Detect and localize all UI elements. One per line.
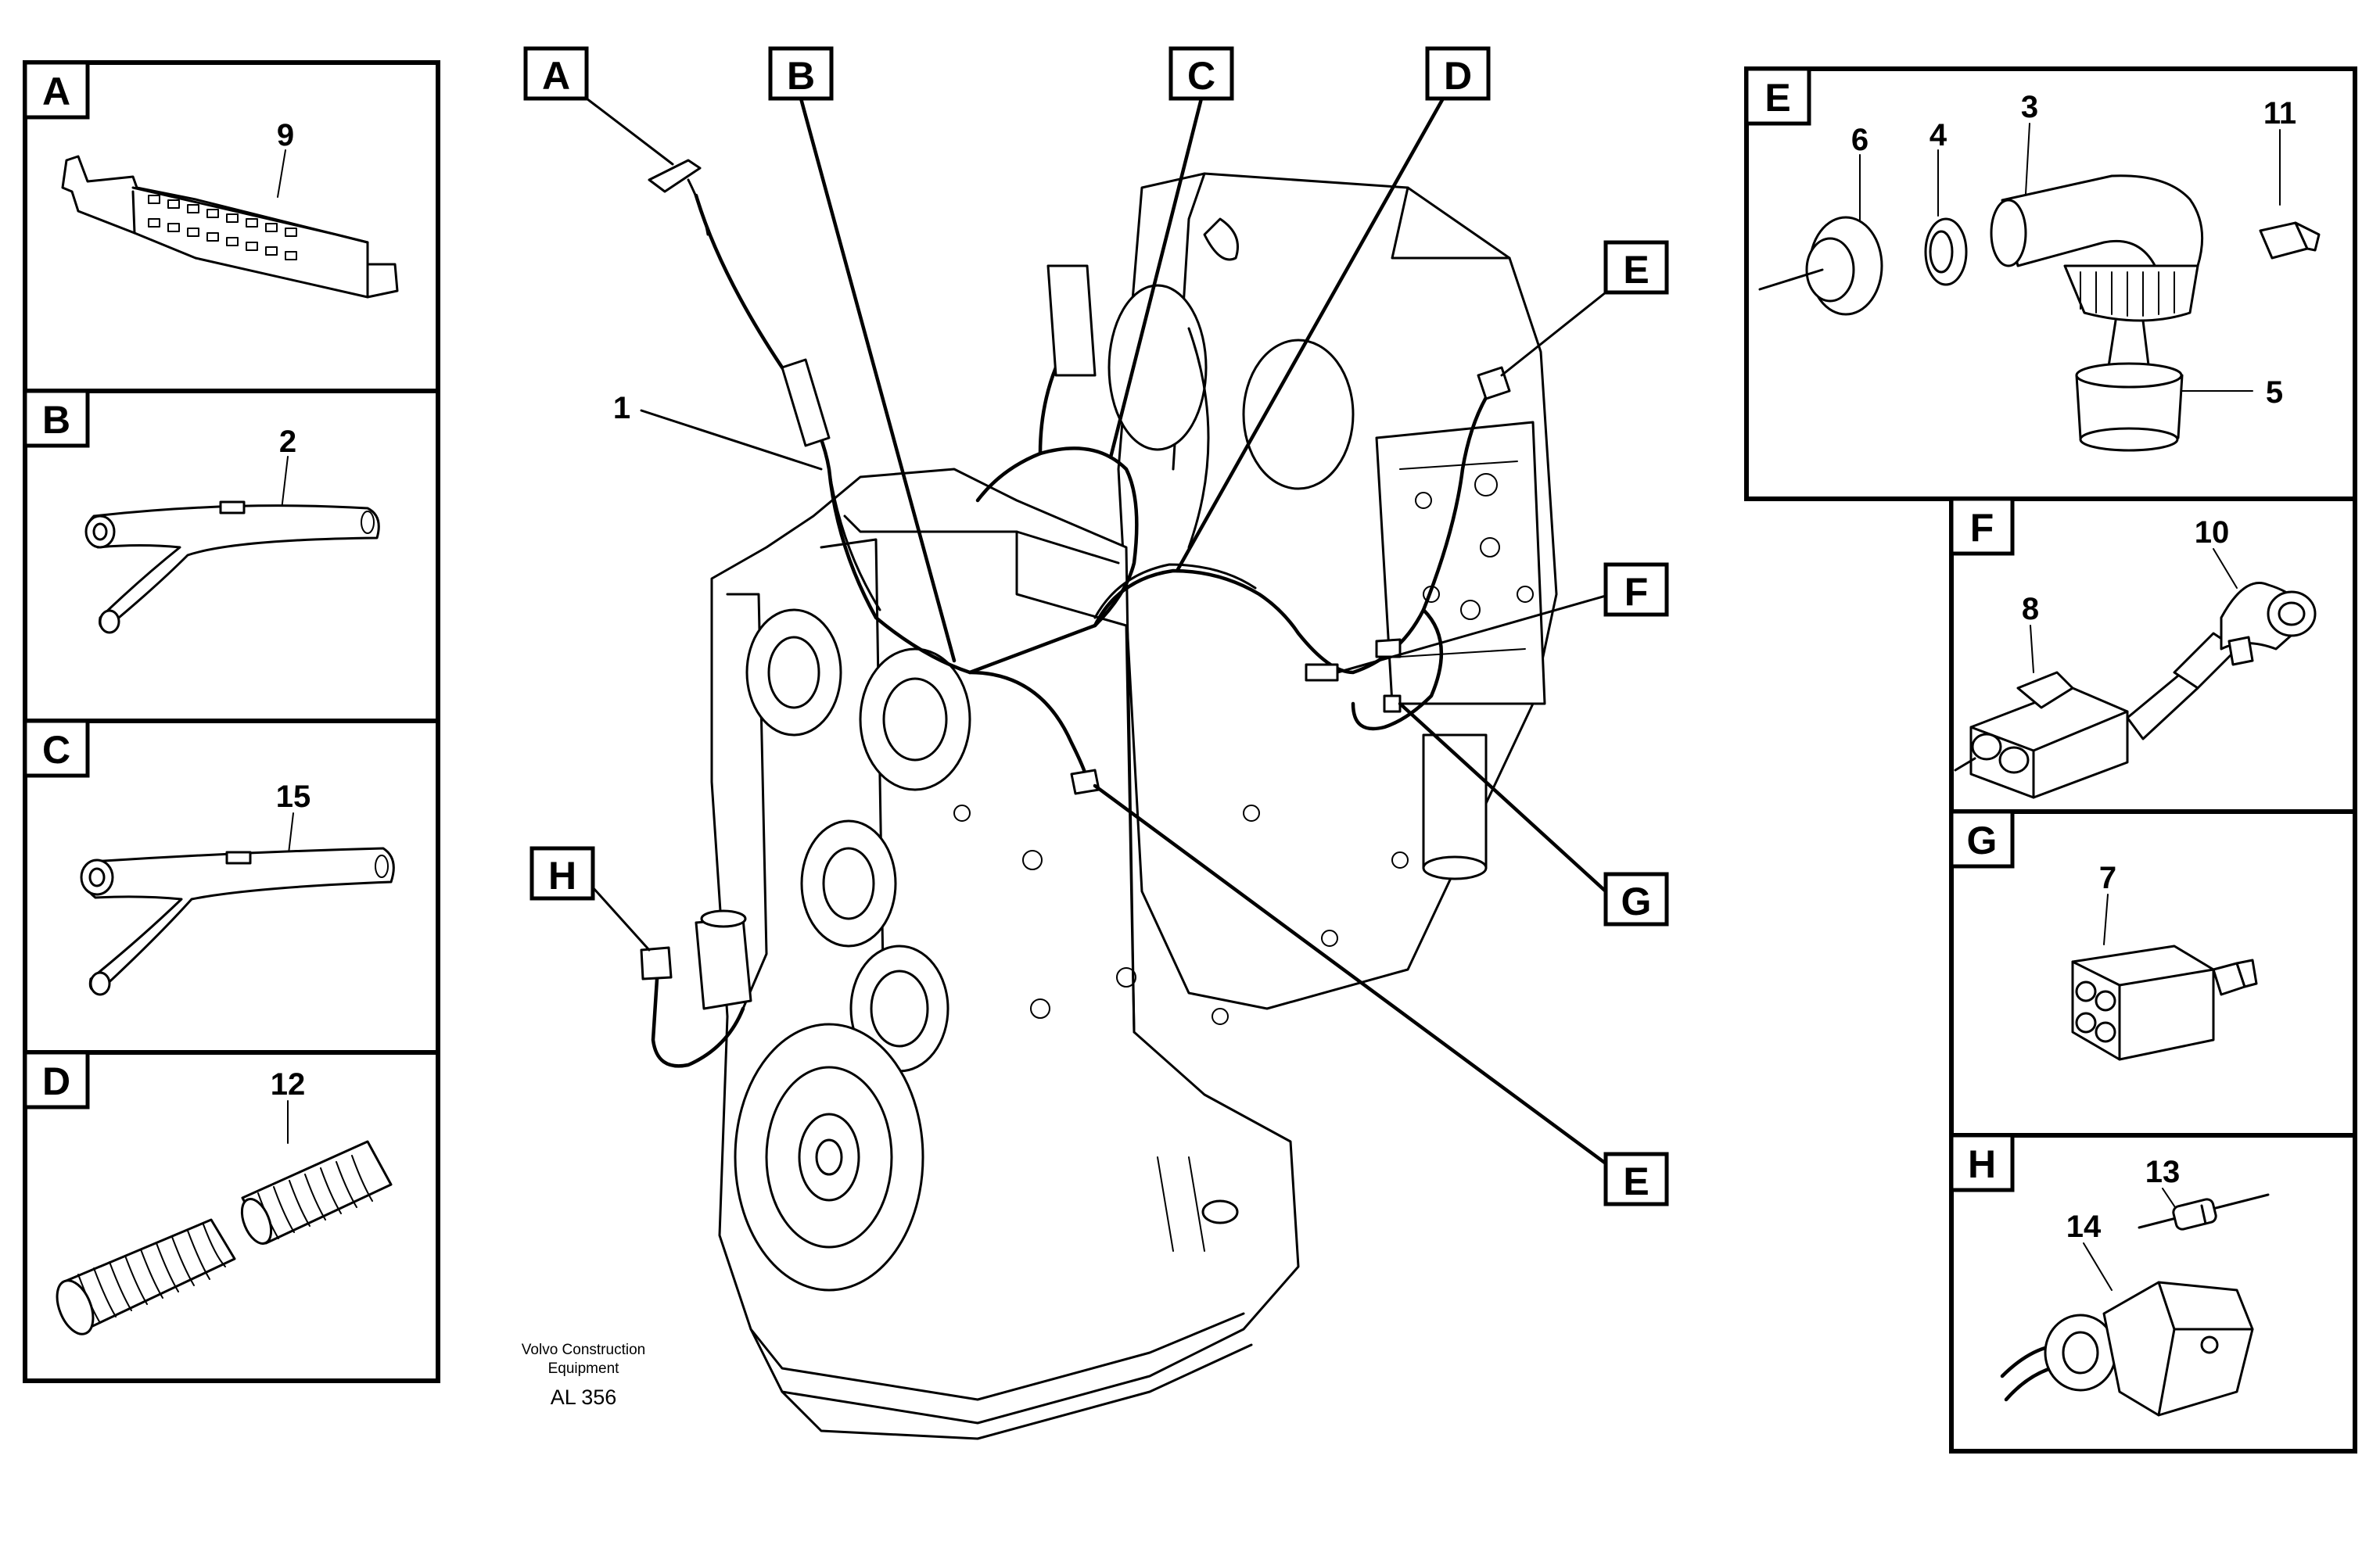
part-number-15: 15: [276, 780, 311, 814]
part-number-3: 3: [2021, 90, 2038, 124]
part-number-2: 2: [279, 425, 296, 459]
part-number-11: 11: [2263, 96, 2296, 131]
detail-panel-g: G 7: [1949, 809, 2357, 1138]
detail-panel-b: B 2: [23, 389, 440, 723]
wiring-harness-drawing: [648, 159, 1511, 795]
callout-d: D: [1444, 54, 1472, 98]
detail-panel-a: A 9: [23, 60, 440, 393]
multi-pin-connector-drawing: [61, 155, 399, 299]
sensor-h-drawing: [640, 909, 752, 1068]
part-number-14: 14: [2066, 1210, 2102, 1244]
callout-c: C: [1187, 54, 1215, 98]
callout-e-upper: E: [1623, 248, 1649, 292]
solenoid-plug-drawing: [2000, 1281, 2254, 1417]
part-number-8: 8: [2022, 592, 2039, 626]
figure-code: AL 356: [551, 1385, 617, 1409]
panel-letter-d: D: [42, 1059, 70, 1103]
panel-letter-e: E: [1764, 76, 1790, 120]
credit-line-2: Equipment: [548, 1360, 620, 1377]
panel-letter-g: G: [1967, 819, 1998, 862]
sensor-cable-connector-drawing: [1954, 582, 2317, 799]
main-callouts: A B C D 1 E F G E H: [523, 46, 1669, 1206]
y-splice-drawing: [84, 500, 380, 634]
part-number-5: 5: [2266, 375, 2283, 410]
corrugated-sleeves-drawing: [56, 1140, 393, 1335]
panel-letter-c: C: [42, 728, 70, 772]
credit-line-1: Volvo Construction: [522, 1342, 645, 1358]
callout-e-lower: E: [1623, 1160, 1649, 1203]
detail-panel-e: E 6 4 3 11 5: [1744, 66, 2357, 501]
part-number-4: 4: [1929, 118, 1947, 152]
panel-letter-f: F: [1970, 506, 1994, 550]
publisher-credit: Volvo Construction Equipment AL 356: [522, 1342, 645, 1409]
part-number-9: 9: [277, 118, 294, 152]
part-number-12: 12: [271, 1067, 306, 1102]
part-number-6: 6: [1851, 123, 1868, 157]
pressure-sensor-drawing: [2071, 945, 2258, 1061]
callout-b: B: [787, 54, 815, 98]
diode-drawing: [2138, 1193, 2270, 1231]
part-number-13: 13: [2145, 1155, 2181, 1189]
callout-a: A: [542, 54, 570, 98]
part-number-7: 7: [2099, 861, 2116, 895]
callout-h: H: [548, 854, 576, 898]
detail-panel-d: D 12: [23, 1050, 440, 1383]
callout-g: G: [1621, 880, 1652, 923]
elbow-connector-drawing: [1758, 174, 2321, 452]
callout-f: F: [1624, 570, 1649, 614]
y-splice-drawing: [80, 847, 395, 996]
detail-panel-h: H 13 14: [1949, 1133, 2357, 1454]
panel-letter-h: H: [1968, 1142, 1996, 1186]
detail-panel-f: F 10 8: [1949, 496, 2357, 814]
panel-letter-a: A: [42, 70, 70, 113]
panel-letter-b: B: [42, 398, 70, 442]
detail-panel-c: C 15: [23, 719, 440, 1055]
part-number-1: 1: [613, 391, 630, 425]
gear-cover-flanges: [734, 608, 971, 1292]
transmission-assembly-drawing: [640, 159, 1558, 1440]
part-number-10: 10: [2195, 515, 2230, 550]
